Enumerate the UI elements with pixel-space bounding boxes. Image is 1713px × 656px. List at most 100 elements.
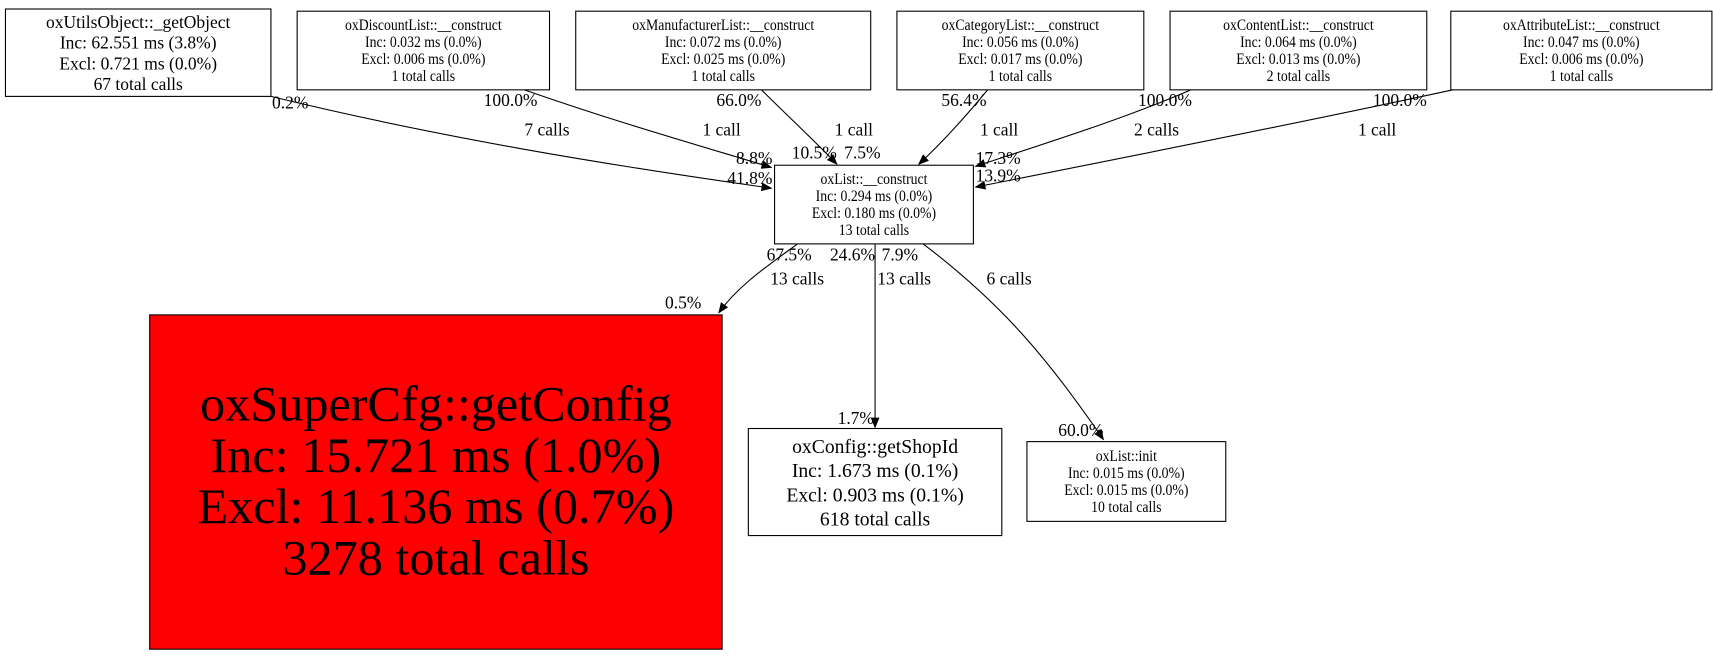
- edge-tail-percent: 0.2%: [272, 92, 308, 112]
- edge-head-percent: 0.5%: [665, 292, 701, 312]
- edge-head-percent: 7.5%: [844, 143, 880, 163]
- node-function-name: oxContentList::__construct: [1223, 18, 1374, 35]
- edge-arrow: [974, 89, 1192, 168]
- node-total-calls: 67 total calls: [94, 74, 183, 94]
- edge-tail-percent: 56.4%: [941, 90, 986, 110]
- node-total-calls: 1 total calls: [691, 68, 755, 85]
- node-inclusive-time: Inc: 0.047 ms (0.0%): [1523, 35, 1640, 52]
- edge-calls-label: 1 call: [1358, 120, 1396, 140]
- node-inclusive-time: Inc: 0.056 ms (0.0%): [962, 35, 1079, 52]
- edge-tail-percent: 7.9%: [882, 244, 918, 264]
- node-box: [575, 10, 872, 91]
- node-box: [1169, 10, 1428, 91]
- edge-calls-label: 1 call: [980, 120, 1018, 140]
- node-inclusive-time: Inc: 15.721 ms (1.0%): [211, 427, 662, 483]
- edge-head-percent: 1.7%: [838, 408, 874, 428]
- edge-head-percent: 8.8%: [736, 148, 772, 168]
- node-function-name: oxDiscountList::__construct: [345, 18, 502, 35]
- node-inclusive-time: Inc: 1.673 ms (0.1%): [792, 460, 959, 482]
- edge-category-to-list: 1 call 56.4% 7.5%: [844, 89, 1018, 165]
- node-inclusive-time: Inc: 62.551 ms (3.8%): [60, 33, 217, 53]
- edge-utils-to-list: 7 calls 0.2% 41.8%: [270, 92, 773, 192]
- node-total-calls: 2 total calls: [1267, 68, 1331, 85]
- edge-head-percent: 10.5%: [792, 143, 837, 163]
- edge-calls-label: 1 call: [702, 120, 740, 140]
- node-exclusive-time: Excl: 0.180 ms (0.0%): [812, 205, 936, 222]
- edge-arrow: [718, 243, 798, 314]
- node-box: [774, 164, 974, 245]
- node-total-calls: 10 total calls: [1091, 499, 1162, 516]
- node-function-name: oxSuperCfg::getConfig: [200, 375, 672, 431]
- node-exclusive-time: Excl: 0.025 ms (0.0%): [661, 51, 785, 68]
- edge-calls-label: 1 call: [835, 120, 873, 140]
- edge-calls-label: 6 calls: [987, 268, 1032, 288]
- node-function-name: oxCategoryList::__construct: [942, 18, 1099, 35]
- node-box: [1450, 10, 1713, 91]
- edge-discount-to-list: 1 call 100.0% 8.8%: [484, 89, 772, 169]
- edge-tail-percent: 100.0%: [1138, 90, 1192, 110]
- edge-arrow: [974, 89, 1454, 190]
- edge-tail-percent: 24.6%: [830, 244, 875, 264]
- node-exclusive-time: Excl: 0.721 ms (0.0%): [59, 53, 217, 73]
- edge-head-percent: 17.3%: [976, 148, 1021, 168]
- edge-tail-percent: 100.0%: [484, 90, 538, 110]
- edge-calls-label: 7 calls: [524, 120, 569, 140]
- node-inclusive-time: Inc: 0.032 ms (0.0%): [365, 35, 482, 52]
- edge-manufacturer-to-list: 1 call 66.0% 10.5%: [716, 89, 873, 165]
- node-box: [1026, 441, 1227, 522]
- node-exclusive-time: Excl: 0.903 ms (0.1%): [786, 484, 963, 506]
- node-total-calls: 1 total calls: [1550, 68, 1614, 85]
- node-function-name: oxList::__construct: [820, 172, 927, 189]
- node-box: [747, 427, 1003, 537]
- node-inclusive-time: Inc: 0.064 ms (0.0%): [1240, 35, 1357, 52]
- node-box: [4, 8, 272, 97]
- edge-tail-percent: 66.0%: [716, 90, 761, 110]
- node-total-calls: 618 total calls: [820, 508, 930, 530]
- node-exclusive-time: Excl: 0.015 ms (0.0%): [1064, 482, 1188, 499]
- edge-content-to-list: 2 calls 100.0% 17.3%: [974, 89, 1192, 168]
- node-function-name: oxUtilsObject::_getObject: [46, 12, 230, 32]
- edge-list-to-init: 6 calls 7.9% 60.0%: [882, 243, 1105, 441]
- node-box: [149, 314, 723, 650]
- node-exclusive-time: Excl: 11.136 ms (0.7%): [197, 478, 674, 534]
- edge-head-percent: 60.0%: [1058, 420, 1103, 440]
- node-inclusive-time: Inc: 0.015 ms (0.0%): [1068, 465, 1185, 482]
- node-inclusive-time: Inc: 0.294 ms (0.0%): [816, 189, 933, 206]
- edge-head-percent: 41.8%: [727, 168, 772, 188]
- edge-arrow: [917, 89, 989, 165]
- node-exclusive-time: Excl: 0.006 ms (0.0%): [361, 51, 485, 68]
- node-box: [296, 10, 551, 91]
- edge-head-percent: 13.9%: [976, 166, 1021, 186]
- node-total-calls: 1 total calls: [392, 68, 456, 85]
- edge-calls-label: 13 calls: [877, 268, 931, 288]
- node-function-name: oxList::init: [1096, 449, 1157, 466]
- edge-tail-percent: 100.0%: [1373, 90, 1427, 110]
- edge-arrow: [922, 243, 1105, 441]
- node-total-calls: 13 total calls: [839, 222, 910, 239]
- edge-arrow: [270, 95, 773, 192]
- edge-arrow: [761, 89, 838, 165]
- edge-list-to-supercfg: 13 calls 67.5% 0.5%: [665, 243, 824, 314]
- edge-attribute-to-list: 1 call 100.0% 13.9%: [974, 89, 1454, 190]
- node-total-calls: 3278 total calls: [282, 529, 589, 585]
- node-exclusive-time: Excl: 0.006 ms (0.0%): [1519, 51, 1643, 68]
- edge-tail-percent: 67.5%: [767, 244, 812, 264]
- node-inclusive-time: Inc: 0.072 ms (0.0%): [665, 35, 782, 52]
- edge-calls-label: 13 calls: [770, 268, 824, 288]
- node-exclusive-time: Excl: 0.013 ms (0.0%): [1236, 51, 1360, 68]
- node-box: [896, 10, 1145, 91]
- node-function-name: oxManufacturerList::__construct: [632, 18, 814, 35]
- edge-calls-label: 2 calls: [1134, 120, 1179, 140]
